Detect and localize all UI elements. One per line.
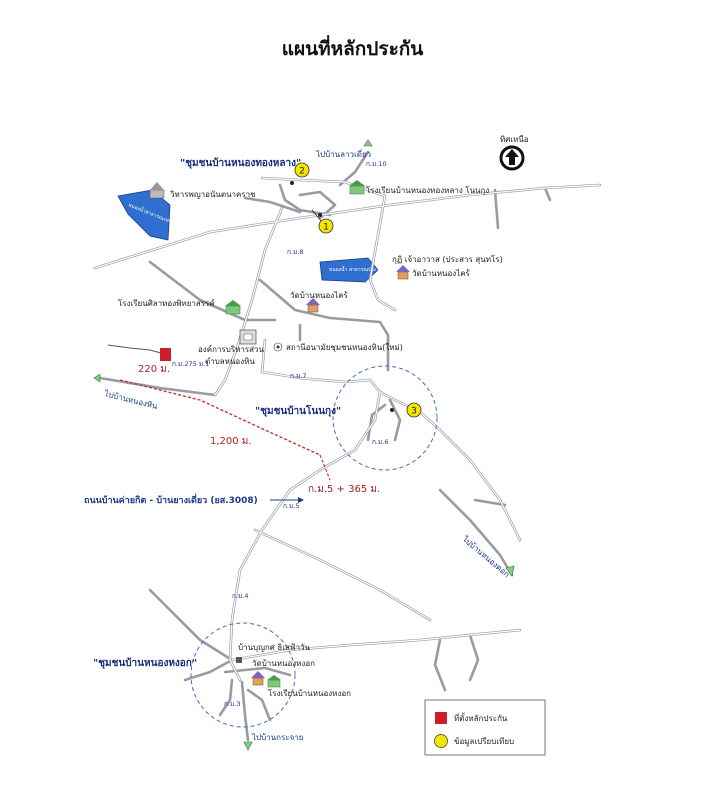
km-post-6: ก.ม.6	[372, 438, 389, 446]
community-nong-thong-lang: "ชุมชนบ้านหนองทองหลาง"	[180, 157, 301, 169]
map-title: แผนที่หลักประกัน	[281, 38, 424, 60]
label-wat-nong-hong-ok: วัดบ้านหนองหงอก	[252, 659, 315, 668]
km-post-5: ก.ม.5	[283, 502, 300, 510]
label-health-station: สถานีอนามัยชุมชนหนองหิน(ใหม่)	[286, 343, 403, 352]
label-ban-boonyakarn: บ้านบุญกศ ธิเสฟ้าวัน	[238, 643, 311, 652]
school-icon	[225, 300, 241, 315]
label-to-nong-hin: ไปบ้านหนองหิน	[103, 389, 159, 411]
label-to-nong-tok: ไปบ้านหนองตอก	[460, 534, 511, 579]
comparable-marker-1: 1	[311, 209, 334, 234]
legend-collateral-label: ที่ตั้งหลักประกัน	[454, 712, 508, 723]
label-wat-nong-krai: วัดบ้านหนองไคร้	[290, 291, 349, 300]
svg-text:1: 1	[323, 223, 329, 233]
community-nong-hong-ok: "ชุมชนบ้านหนองหงอก"	[93, 657, 197, 669]
svg-text:3: 3	[411, 407, 417, 417]
comparable-marker-2: 2	[290, 162, 310, 185]
arrow-to-nong-hin	[93, 373, 101, 383]
road-network	[93, 150, 602, 742]
north-label: ทิศเหนือ	[500, 135, 529, 144]
label-tambon-office-1: องค์การบริหารส่วน	[198, 344, 265, 354]
legend-collateral-swatch	[435, 712, 447, 724]
km-post-7: ก.ม.7	[290, 372, 307, 380]
temple-icon	[396, 265, 410, 280]
temple-icon	[251, 671, 265, 686]
label-wat-nong-krai-top: วัดบ้านหนองไคร้	[412, 269, 471, 278]
school-icon	[349, 180, 365, 195]
km-post-8: ก.ม.8	[287, 248, 304, 256]
collateral-marker	[160, 348, 171, 361]
distance-line-chainage	[319, 454, 331, 481]
community-non-kung: "ชุมชนบ้านโนนกุง"	[255, 404, 341, 417]
house-icon	[236, 657, 242, 663]
km-post-4: ก.ม.4	[232, 592, 249, 600]
distance-220m: 220 ม.	[138, 364, 170, 375]
arrow-to-krachai	[243, 741, 253, 751]
label-school-nho: โรงเรียนบ้านหนองหงอก	[268, 688, 351, 698]
distance-chainage: ก.ม.5 + 365 ม.	[308, 484, 380, 495]
road-network-inner	[94, 177, 601, 681]
temple-icon	[149, 182, 165, 199]
label-highway: ถนนบ้านค่ายกิต - บ้านยางเดี่ยว (ยส.3008)	[84, 493, 258, 506]
temple-icon	[306, 298, 320, 313]
north-arrow-icon	[499, 145, 525, 171]
label-school-sinlapa: โรงเรียนศิลาทองพิทยาสรรค์	[118, 298, 215, 308]
label-kuti: กุฏิ เจ้าอาวาส (ประสาร สุนทโร)	[392, 254, 503, 264]
distance-1200m: 1,200 ม.	[210, 436, 252, 447]
km-post-10: ก.ม.10	[366, 160, 387, 168]
access-track	[107, 344, 169, 356]
arrow-to-lao-khiao	[363, 139, 373, 147]
km-post-plot: ก.ม.275 ม.1	[172, 360, 209, 368]
km-post-3: ก.ม.3	[224, 700, 241, 708]
label-school-ntl: โรงเรียนบ้านหนองทองหลาง โนนกุง	[366, 185, 489, 195]
arrow-to-nong-tok	[505, 565, 515, 577]
comparable-marker-3: 3	[390, 402, 422, 418]
highway-pointer-head	[298, 497, 304, 503]
legend-comparable-swatch	[434, 734, 448, 748]
label-to-krachai: ไปบ้านกระจาย	[251, 733, 303, 742]
distance-line-1200m	[119, 379, 321, 456]
label-to-lao-khiao: ไปบ้านลาวเดี่ยว	[315, 148, 371, 159]
public-pond-label: หนองน้ำ สาธารณประโยชน์	[329, 264, 390, 273]
legend-comparable-label: ข้อมูลเปรียบเทียบ	[454, 737, 514, 747]
legend: ที่ตั้งหลักประกัน ข้อมูลเปรียบเทียบ	[424, 699, 546, 756]
nong-hong-ok-radius	[190, 622, 296, 728]
label-tambon-office-2: ตำบลหนองหิน	[205, 357, 255, 366]
svg-text:2: 2	[299, 167, 305, 177]
label-viharn: วิหารพญาอนันตนาคราช	[169, 190, 256, 199]
school-icon	[267, 675, 281, 688]
health-station-icon	[273, 342, 283, 352]
office-icon	[239, 329, 257, 345]
non-kung-radius	[332, 365, 438, 471]
